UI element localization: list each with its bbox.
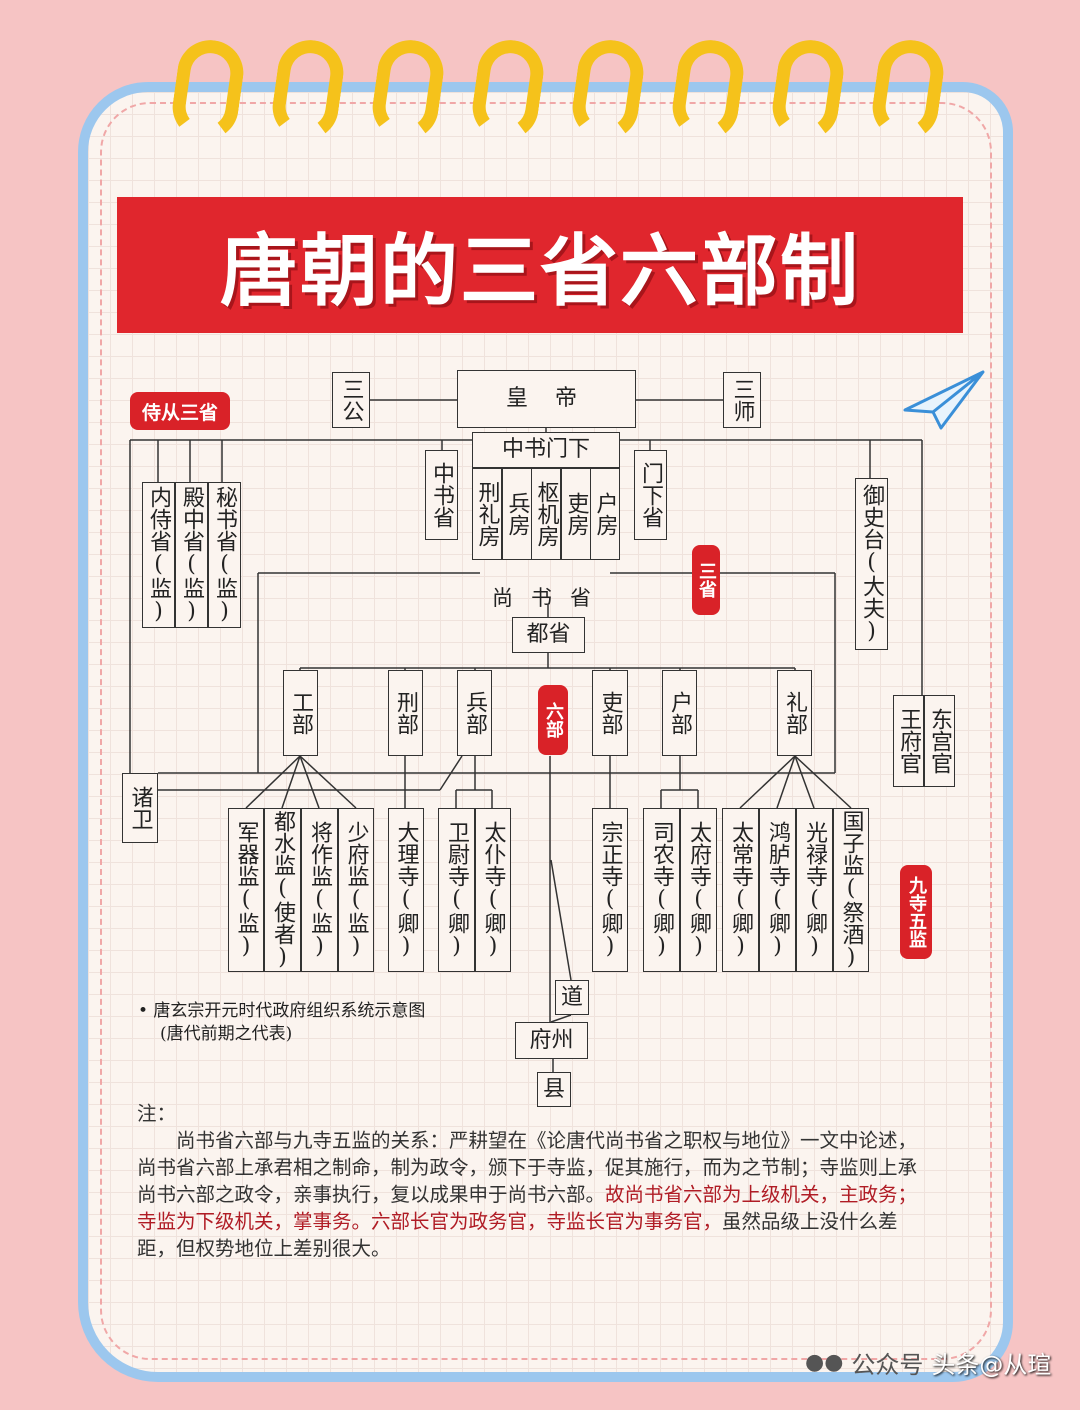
badge-liubu: 六部 [538,685,568,755]
org-box-menxiasheng: 门下省 [634,450,667,540]
org-box-lifang: 吏房 [561,468,591,560]
org-box-taichangsi: 太常寺(卿) [722,808,759,972]
connector-line [245,755,301,809]
org-box-libu-personnel: 吏部 [592,670,628,756]
watermark-toutiao: 头条@从瑄 [931,1351,1052,1379]
org-box-shaofujian: 少府监(监) [338,808,374,972]
org-box-xian: 县 [537,1072,571,1107]
connector-line [794,755,852,809]
org-box-sangong: 三公 [332,372,370,428]
connector-line [281,755,301,809]
org-box-libu-rites: 礼部 [777,670,812,756]
dashed-border [100,102,992,1360]
org-box-guanglusi: 光禄寺(卿) [796,808,833,972]
org-box-mishu: 秘书省(监) [208,482,241,628]
org-box-zongzhengsi: 宗正寺(卿) [592,808,628,972]
connector-line [794,755,815,809]
org-box-fuzhou: 府州 [515,1022,588,1059]
connector-line [739,755,796,809]
watermark: ●● 公众号 头条@从瑄 [805,1345,1051,1380]
diagram-caption: • 唐玄宗开元时代政府组织系统示意图 (唐代前期之代表) [138,1000,425,1046]
org-box-honglusi: 鸿胪寺(卿) [759,808,796,972]
org-box-bingfang: 兵房 [502,468,532,560]
badge-jiusi-wujian: 九寺五监 [900,865,932,959]
org-box-sinongsi: 司农寺(卿) [643,808,680,972]
note-text-end: 虽然品级上没什么差距，但权势地位上差别很大。 [137,1210,898,1260]
connector-line [299,755,320,809]
org-box-wangfuguan: 王府官 [893,695,924,787]
note-text-highlight-2: 六部长官为政务官，寺监长官为事务官， [371,1210,723,1233]
org-box-xingbu: 刑部 [388,670,423,756]
org-box-gongbu: 工部 [283,670,318,756]
org-box-hufang: 户房 [590,468,620,560]
org-box-dusheng: 都省 [512,617,585,653]
org-box-bingbu: 兵部 [457,670,492,756]
org-box-hubu: 户部 [662,670,697,756]
org-box-dalisi: 大理寺(卿) [388,808,424,972]
org-box-taipusi: 太仆寺(卿) [475,808,511,972]
org-box-junqijian: 军器监(监) [228,808,264,972]
connector-line [439,755,463,791]
note-block: 注： 尚书省六部与九寺五监的关系：严耕望在《论唐代尚书省之职权与地位》一文中论述… [137,1100,927,1262]
org-box-taifusi: 太府寺(卿) [680,808,717,972]
note-text-highlight-1: 故尚书省六部为上级机关，主政务；寺监为下级机关，掌事务。 [137,1183,918,1233]
org-box-zhongshusheng: 中书省 [425,450,458,540]
org-box-donggongguan: 东宫官 [924,695,955,787]
org-box-guozijian: 国子监(祭酒) [833,808,869,972]
connector-line [550,1014,572,1023]
org-box-huangdi: 皇 帝 [457,370,636,428]
org-box-weiweisi: 卫尉寺(卿) [438,808,475,972]
watermark-wechat: 公众号 [851,1351,924,1379]
note-label: 注： [137,1102,177,1125]
badge-shicong-sansheng: 侍从三省 [130,392,230,430]
caption-line-2: (唐代前期之代表) [160,1024,293,1044]
caption-line-1: • 唐玄宗开元时代政府组织系统示意图 [138,1001,426,1021]
org-box-sanshi: 三师 [723,372,761,428]
connector-line [299,755,357,809]
org-box-zhuwei: 诸卫 [122,773,158,843]
org-box-zhongshumenxia: 中书门下 [472,432,620,468]
org-box-shujifang: 枢机房 [531,468,561,560]
label-shangshusheng: 尚书省 [492,586,609,610]
connector-line [550,859,572,981]
org-box-neishi: 内侍省(监) [142,482,175,628]
org-box-dushuijian: 都水监(使者) [264,808,301,972]
note-text: 尚书省六部与九寺五监的关系：严耕望在《论唐代尚书省之职权与地位》一文中论述，尚书… [137,1129,918,1206]
org-box-dao: 道 [555,980,589,1015]
org-box-xinglifang: 刑礼房 [472,468,502,560]
org-box-jiangzuojian: 将作监(监) [301,808,338,972]
org-box-dianzhong: 殿中省(监) [175,482,208,628]
page-title: 唐朝的三省六部制 [219,227,860,317]
wechat-icon: ●● [805,1350,844,1375]
badge-sansheng: 三省 [692,545,720,615]
org-box-yushitai: 御史台(大夫) [855,478,888,650]
connector-line [776,755,796,809]
title-banner: 唐朝的三省六部制 [117,197,963,333]
paper-plane-icon [903,370,985,430]
